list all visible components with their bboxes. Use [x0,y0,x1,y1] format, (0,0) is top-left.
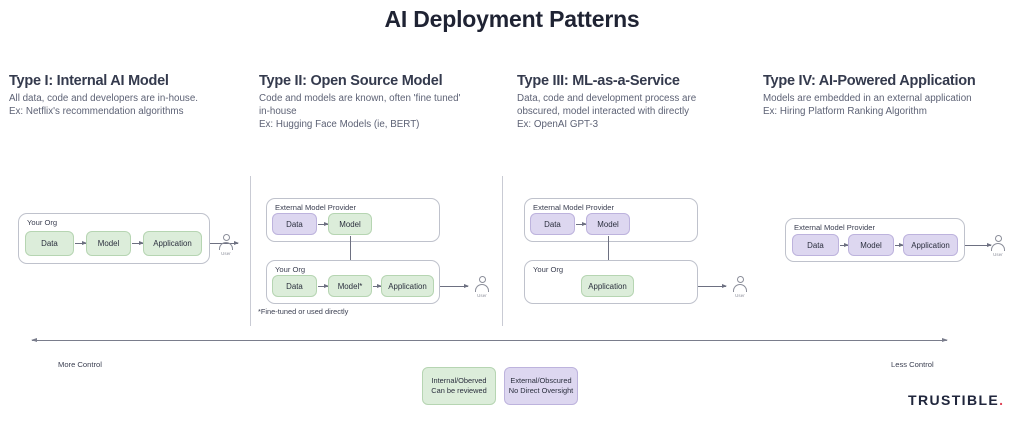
arrow-model-to-application-type2 [373,283,382,288]
node-label: Data [544,219,561,229]
arrow-right-icon [942,337,948,342]
user-body-icon [733,284,747,292]
column-desc-line: Ex: Hiring Platform Ranking Algorithm [763,106,927,118]
user-icon-type1: User [216,234,236,256]
node-label: Data [41,239,58,248]
arrow-data-to-model-type1 [75,240,87,245]
user-label: User [221,251,231,256]
arrow-org-to-user-type3 [698,283,727,288]
user-label: User [477,293,487,298]
arrow-model-to-application-type1 [132,240,144,245]
node-model-org-type2: Model* [328,275,372,297]
node-data-external-type3: Data [530,213,575,235]
node-label: Model [597,219,619,229]
node-label: Data [286,219,303,229]
user-body-icon [475,284,489,292]
node-label: Application [588,281,627,291]
footnote-type2: *Fine-tuned or used directly [258,307,349,316]
user-head-icon [222,234,230,241]
user-body-icon [991,243,1005,251]
node-application-type1: Application [143,231,202,256]
legend-line-2: Can be reviewed [431,386,487,395]
arrow-org-to-user-type2 [440,283,469,288]
axis-label-less-control: Less Control [891,360,934,369]
arrow-model-to-application-type4 [895,242,904,247]
arrow-left-icon [31,337,37,342]
column-title: Type III: ML-as-a-Service [517,73,680,89]
legend-line-1: Internal/Oberved [431,375,487,385]
axis-label-more-control: More Control [58,360,102,369]
node-label: Data [807,240,824,250]
column-desc-line: obscured, model interacted with directly [517,106,690,118]
node-label: Model [860,240,882,250]
group-your-org-type3: Your Org [524,260,698,304]
node-label: Model [97,239,120,248]
node-application-type4: Application [903,234,958,256]
column-divider [502,176,503,326]
arrow-data-to-model-type3 [576,221,587,226]
node-label: Application [153,239,192,248]
column-title: Type IV: AI-Powered Application [763,73,976,89]
node-label: Model* [337,281,363,291]
user-label: User [735,293,745,298]
user-icon-type4: User [988,235,1008,257]
arrow-data-to-model-type2 [318,221,329,226]
group-label: Your Org [533,265,564,274]
column-desc-line: Ex: OpenAI GPT-3 [517,119,599,131]
arrow-data-to-model-type4 [840,242,849,247]
column-title: Type II: Open Source Model [259,73,443,89]
group-label: External Model Provider [275,203,357,212]
control-axis [31,337,948,342]
legend-external-obscured: External/Obscured No Direct Oversight [504,367,578,405]
user-head-icon [994,235,1002,242]
column-header-type-3: Type III: ML-as-a-Service Data, code and… [517,73,762,132]
user-head-icon [736,276,744,283]
user-icon-type2: User [472,276,492,298]
column-header-type-4: Type IV: AI-Powered Application Models a… [763,73,1023,118]
group-label: External Model Provider [533,203,615,212]
node-label: Application [388,281,427,291]
column-desc-line: All data, code and developers are in-hou… [9,93,198,104]
group-label: Your Org [27,218,58,227]
node-model-type1: Model [86,231,131,256]
node-data-external-type2: Data [272,213,317,235]
brand-dot: . [999,392,1005,408]
column-desc-line: Data, code and development process are [517,93,697,104]
legend-internal-observed: Internal/Oberved Can be reviewed [422,367,496,405]
column-desc-line: Ex: Hugging Face Models (ie, BERT) [259,119,420,131]
brand-name: TRUSTIBLE [908,392,1000,408]
arrow-provider-to-user-type4 [965,242,992,247]
column-title: Type I: Internal AI Model [9,73,169,89]
node-application-type2: Application [381,275,434,297]
column-divider [250,176,251,326]
page-title: AI Deployment Patterns [384,6,640,32]
node-data-org-type2: Data [272,275,317,297]
node-model-external-type3: Model [586,213,630,235]
node-application-type3: Application [581,275,634,297]
node-model-type4: Model [848,234,894,256]
legend-line-1: External/Obscured [510,375,572,385]
user-icon-type3: User [730,276,750,298]
column-header-type-2: Type II: Open Source Model Code and mode… [259,73,504,132]
arrow-data-to-model-org-type2 [318,283,329,288]
node-model-external-type2: Model [328,213,372,235]
user-body-icon [219,242,233,250]
user-label: User [993,252,1003,257]
user-head-icon [478,276,486,283]
column-desc-line: Code and models are known, often 'fine t… [259,93,461,104]
node-label: Application [911,240,950,250]
node-label: Data [286,281,303,291]
brand-logo: TRUSTIBLE. [908,392,1004,408]
column-header-type-1: Type I: Internal AI Model All data, code… [9,73,254,118]
group-label: Your Org [275,265,306,274]
column-desc-line: Ex: Netflix's recommendation algorithms [9,106,184,118]
node-data-type1: Data [25,231,74,256]
column-desc-line: Models are embedded in an external appli… [763,93,972,104]
legend-line-2: No Direct Oversight [508,386,574,395]
column-desc-line: in-house [259,106,297,118]
group-label: External Model Provider [794,223,876,232]
node-label: Model [339,219,361,229]
node-data-type4: Data [792,234,839,256]
